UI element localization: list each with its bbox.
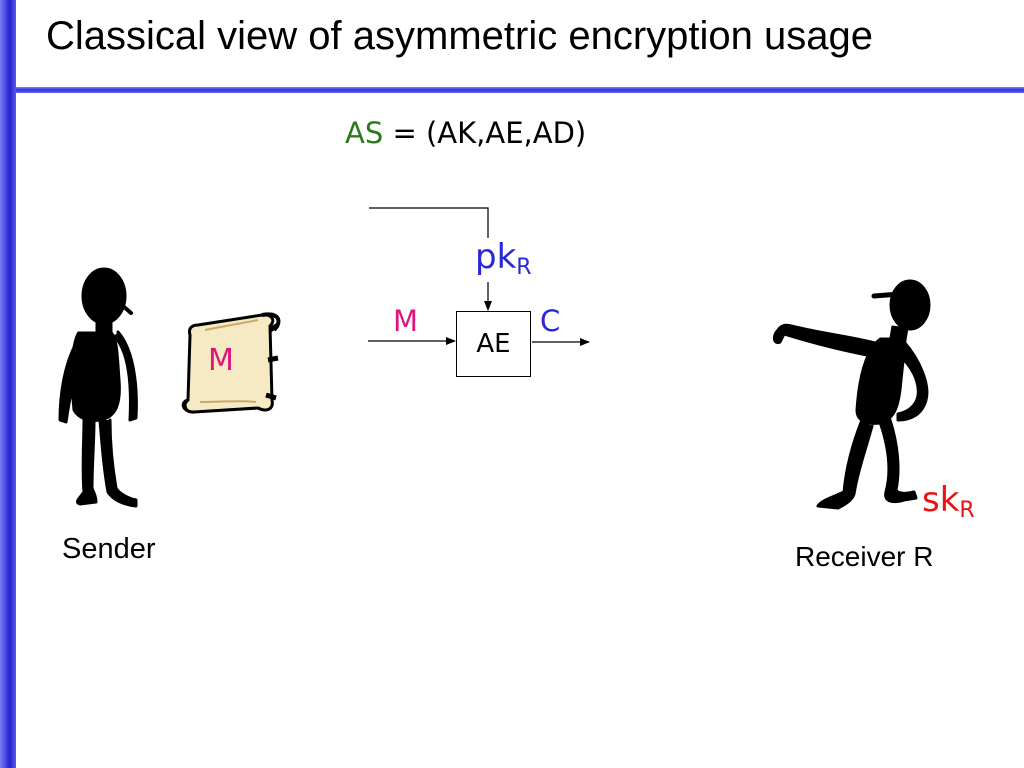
algorithm-label: AE (476, 329, 511, 359)
public-key-label: pkR (475, 237, 532, 280)
secret-key-label: skR (922, 480, 975, 523)
sender-caption: Sender (62, 533, 156, 565)
secret-key-subscript: R (959, 498, 975, 523)
receiver-figure-icon (772, 279, 931, 510)
receiver-caption: Receiver R (795, 541, 934, 572)
public-key-base: pk (475, 237, 517, 277)
title-underline (16, 87, 1024, 93)
scheme-name: AS (345, 116, 384, 150)
public-key-subscript: R (516, 255, 532, 280)
scroll-message-label: M (208, 343, 234, 378)
encryption-algorithm-box: AE (456, 311, 531, 377)
scroll-icon (181, 312, 281, 414)
slide-title: Classical view of asymmetric encryption … (46, 14, 873, 58)
left-accent-bar (0, 0, 16, 768)
secret-key-base: sk (922, 480, 960, 520)
sender-figure-icon (58, 267, 138, 508)
scheme-definition: AS = (AK,AE,AD) (345, 116, 586, 150)
key-feed-line (369, 207, 489, 238)
input-message-label: M (393, 304, 419, 338)
output-ciphertext-label: C (540, 304, 561, 338)
scheme-tuple: = (AK,AE,AD) (383, 116, 587, 150)
